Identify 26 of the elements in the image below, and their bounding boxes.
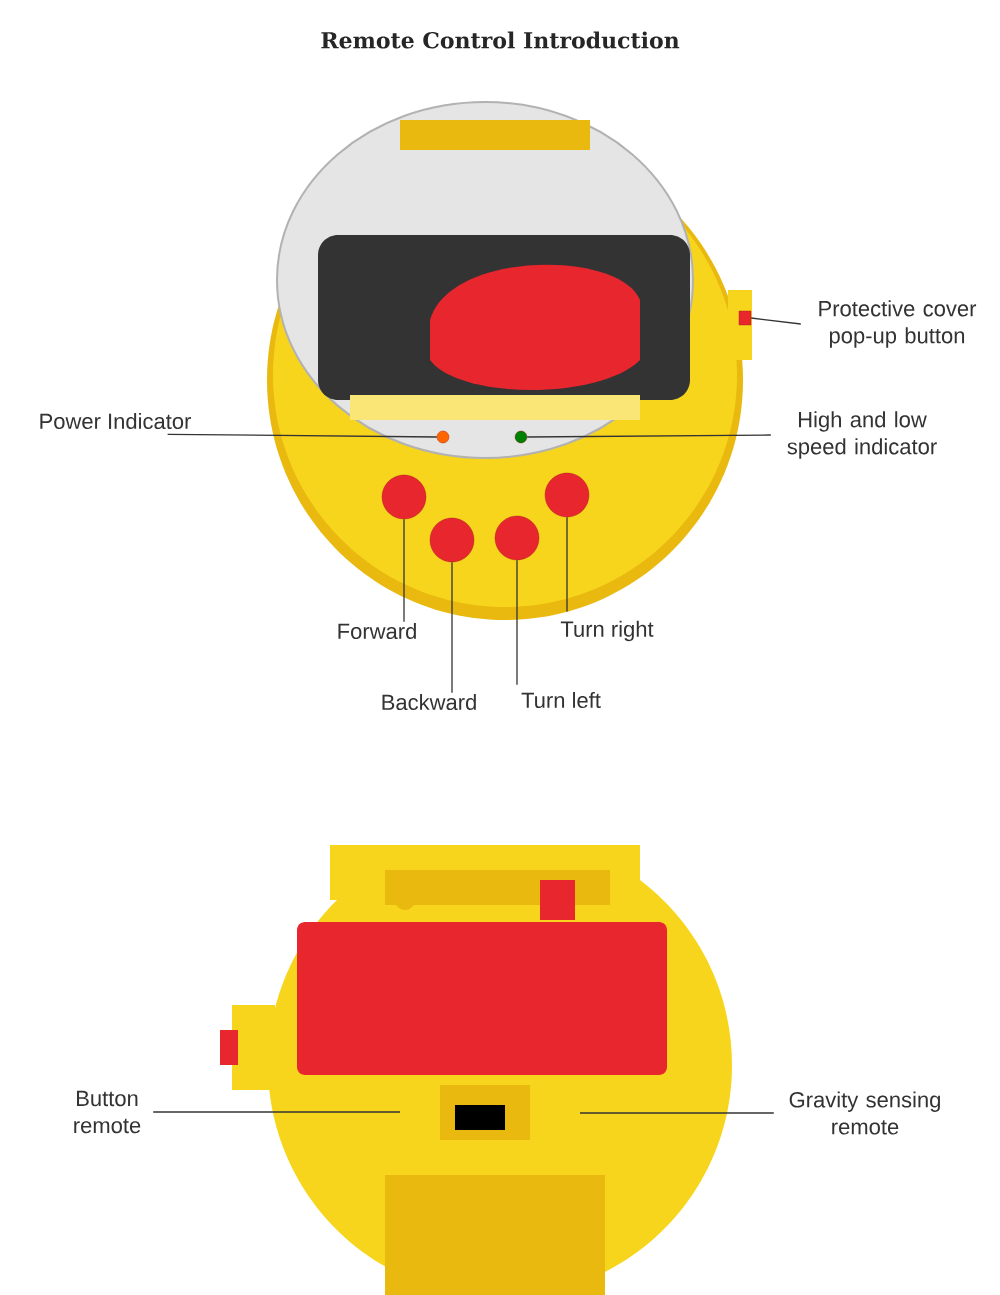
callout-label: High and low speed indicator [787, 411, 937, 459]
callout-label: Protective cover pop-up button [819, 300, 977, 348]
leader-line [403, 518, 405, 623]
indicator-light [514, 430, 528, 444]
callout-label: Backward [382, 693, 476, 711]
arrow-button [544, 472, 590, 518]
callout-label: Gravity sensing remote [789, 1091, 940, 1135]
leader-line [566, 516, 568, 613]
callout-label: Forward [338, 622, 416, 640]
callout-label: Power Indicator [40, 412, 191, 430]
arrow-button [429, 517, 475, 563]
arrow-button [494, 515, 540, 561]
arrow-button [381, 474, 427, 520]
leader-line [516, 559, 518, 686]
callout-label: Button remote [74, 1090, 141, 1134]
leader-line [451, 561, 453, 694]
leader-line [166, 433, 438, 438]
side-button [738, 310, 752, 326]
leader-line [750, 317, 802, 325]
callout-label: Turn right [560, 620, 654, 642]
leader-line [152, 1111, 401, 1113]
callout-label: Turn left [521, 691, 601, 709]
leader-line [526, 434, 772, 438]
leader-line [579, 1112, 775, 1114]
title: Remote Control Introduction [321, 31, 680, 49]
indicator-light [436, 430, 450, 444]
